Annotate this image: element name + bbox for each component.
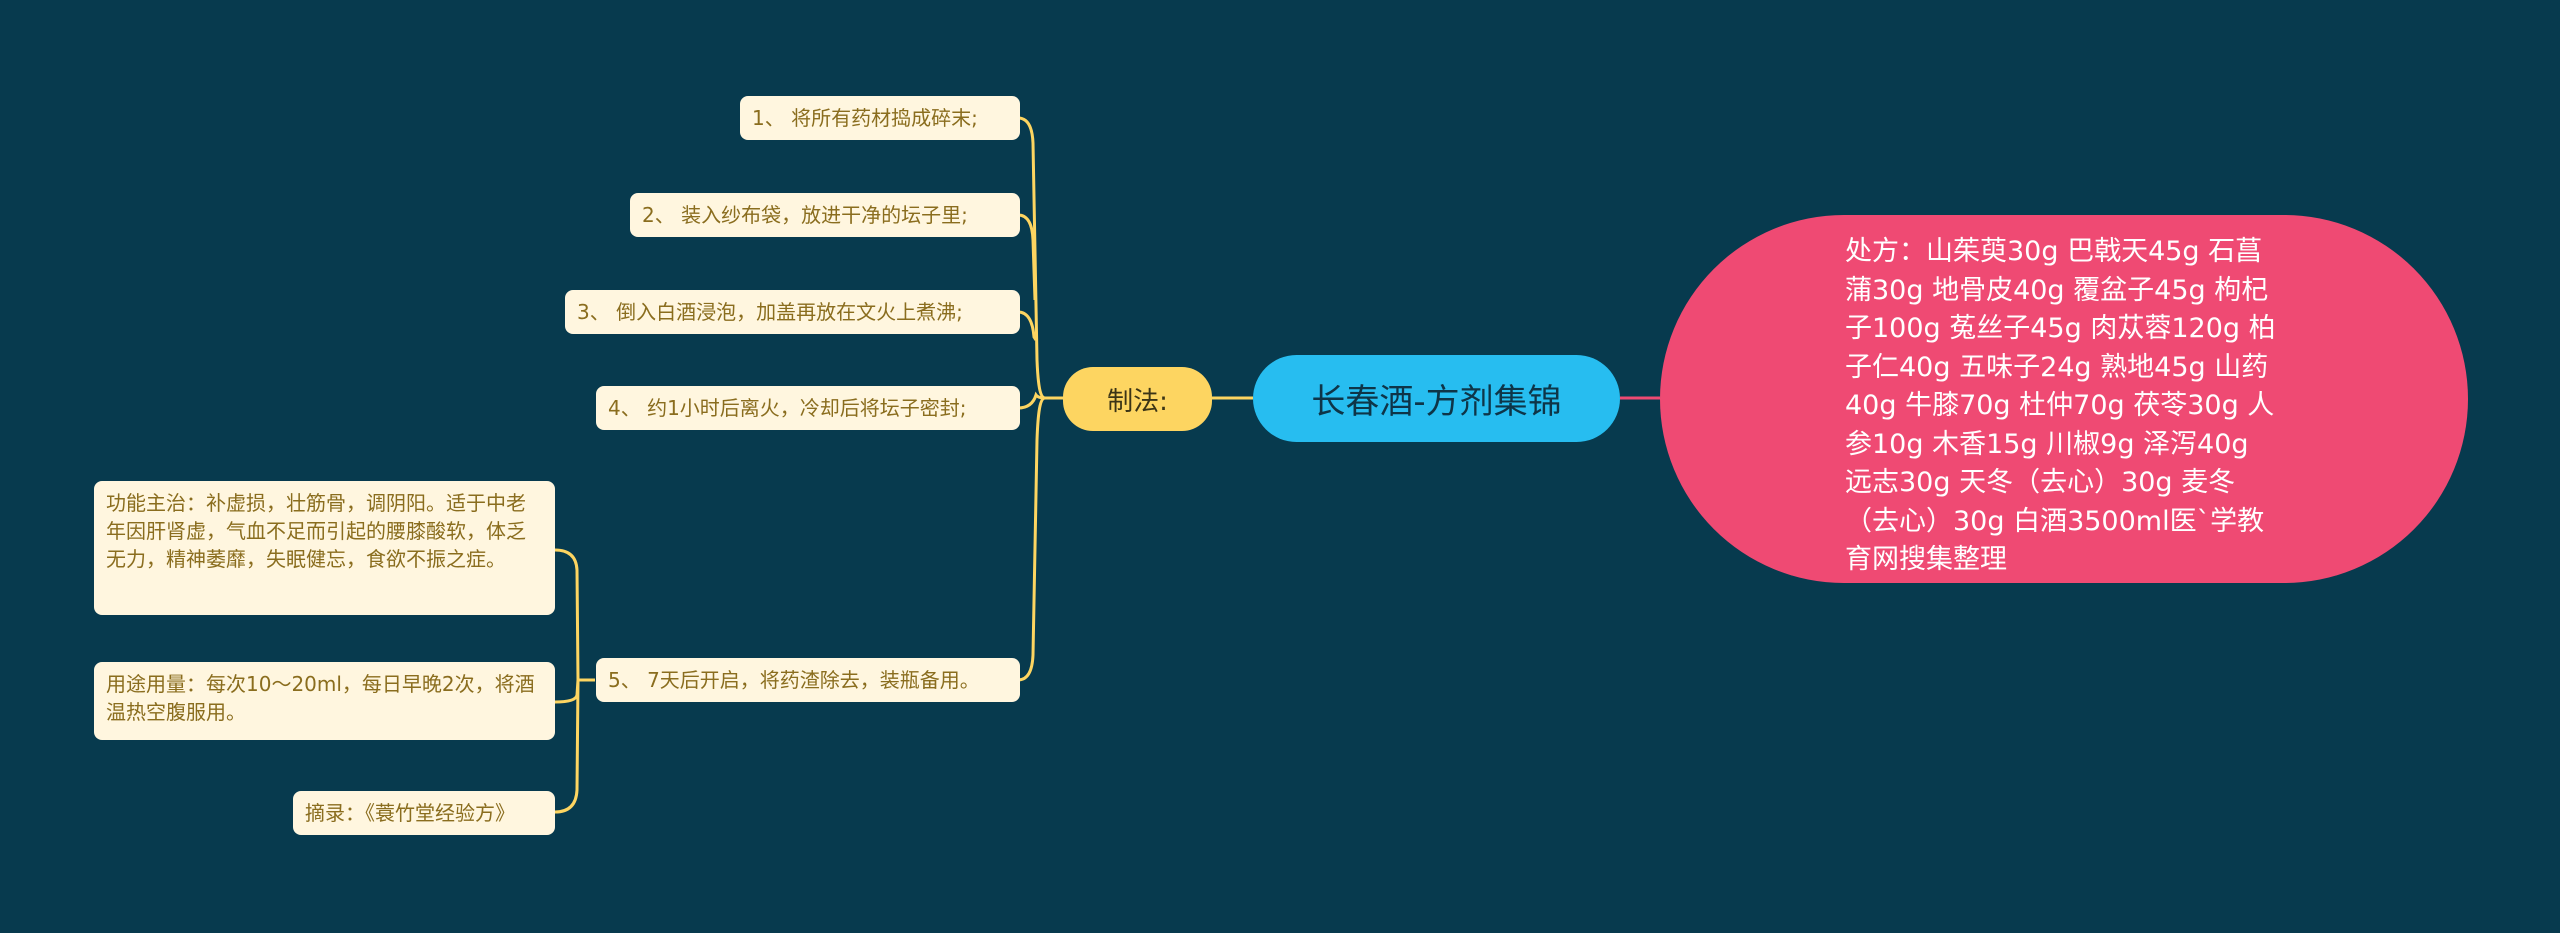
connector-step-1: [1017, 116, 1065, 400]
step-text-3: 3、 倒入白酒浸泡，加盖再放在文火上煮沸;: [577, 300, 963, 324]
step-node-3[interactable]: 3、 倒入白酒浸泡，加盖再放在文火上煮沸;: [565, 290, 1020, 334]
step-text-1: 1、 将所有药材捣成碎末;: [752, 106, 978, 130]
connector-step-5: [1017, 396, 1046, 682]
detail-text-indications: 功能主治：补虚损，壮筋骨，调阴阳。适于中老年因肝肾虚，气血不足而引起的腰膝酸软，…: [106, 491, 526, 571]
step-text-4: 4、 约1小时后离火，冷却后将坛子密封;: [608, 396, 967, 420]
step-text-2: 2、 装入纱布袋，放进干净的坛子里;: [642, 203, 968, 227]
step-node-2[interactable]: 2、 装入纱布袋，放进干净的坛子里;: [630, 193, 1020, 237]
step-text-5: 5、 7天后开启，将药渣除去，装瓶备用。: [608, 668, 980, 692]
connector-detail-3: [554, 679, 580, 814]
root-node[interactable]: 长春酒-方剂集锦: [1253, 355, 1620, 442]
step-node-4[interactable]: 4、 约1小时后离火，冷却后将坛子密封;: [596, 386, 1020, 430]
detail-node-source[interactable]: 摘录：《蓑竹堂经验方》: [293, 791, 555, 835]
detail-node-usage[interactable]: 用途用量：每次10～20ml，每日早晚2次，将酒温热空腹服用。: [94, 662, 555, 740]
connector-step-3: [1017, 310, 1038, 341]
connector-step-2: [1017, 213, 1037, 301]
detail-text-source: 摘录：《蓑竹堂经验方》: [305, 801, 515, 825]
detail-text-usage: 用途用量：每次10～20ml，每日早晚2次，将酒温热空腹服用。: [106, 672, 535, 724]
method-node[interactable]: 制法:: [1063, 367, 1212, 431]
step-node-1[interactable]: 1、 将所有药材捣成碎末;: [740, 96, 1020, 140]
step-node-5[interactable]: 5、 7天后开启，将药渣除去，装瓶备用。: [596, 658, 1020, 702]
connector-detail-1: [554, 548, 595, 682]
connector-detail-2: [554, 679, 580, 704]
detail-node-indications[interactable]: 功能主治：补虚损，壮筋骨，调阴阳。适于中老年因肝肾虚，气血不足而引起的腰膝酸软，…: [94, 481, 555, 615]
root-title: 长春酒-方剂集锦: [1311, 382, 1562, 422]
prescription-text: 处方：山茱萸30g 巴戟天45g 石菖蒲30g 地骨皮40g 覆盆子45g 枸杞…: [1845, 236, 2276, 575]
connector-step-4: [1017, 391, 1046, 410]
method-label: 制法:: [1107, 386, 1168, 417]
prescription-node[interactable]: 处方：山茱萸30g 巴戟天45g 石菖蒲30g 地骨皮40g 覆盆子45g 枸杞…: [1660, 215, 2468, 583]
